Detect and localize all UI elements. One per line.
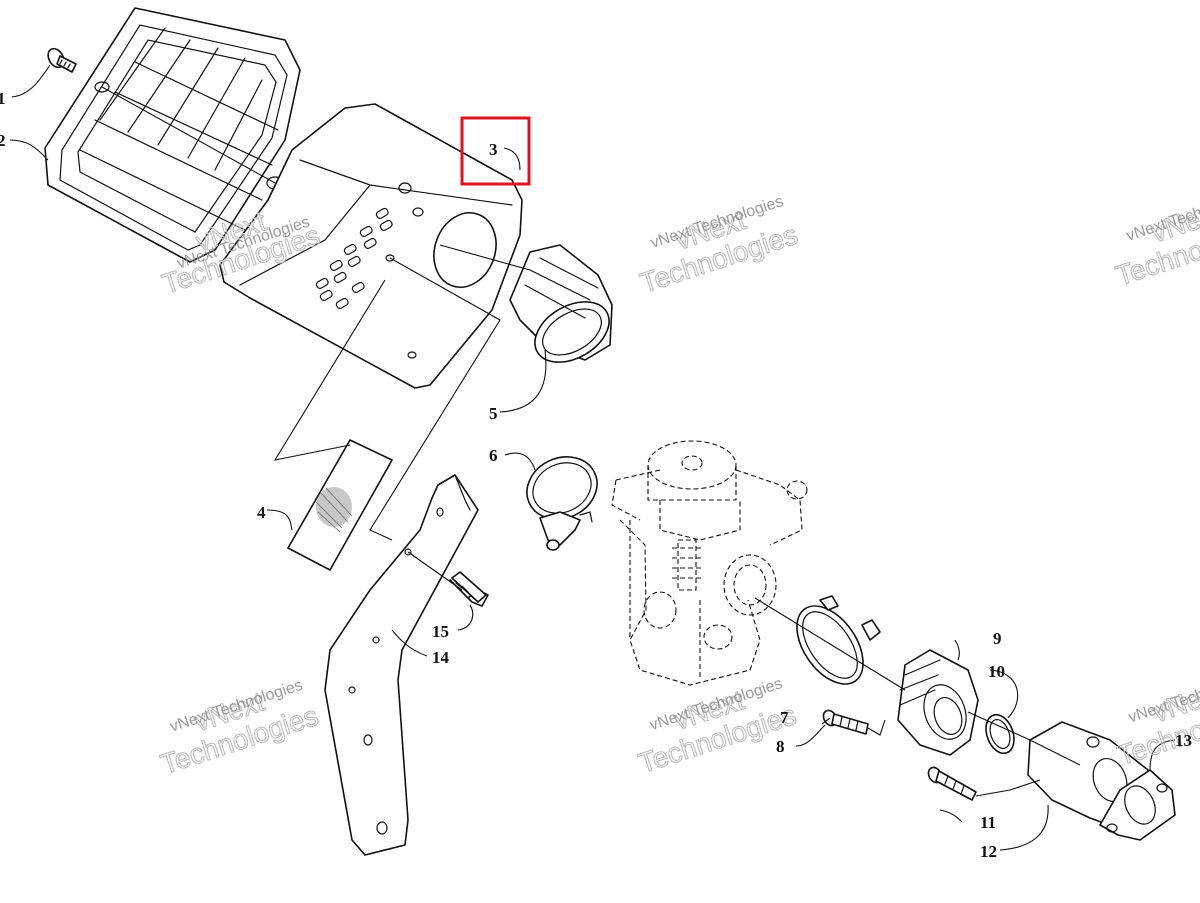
leader-lines xyxy=(9,64,1176,851)
watermark-center-top: Technologies vNext vNext Technologies xyxy=(636,193,802,299)
hose-clamp-upper xyxy=(526,456,598,551)
air-box-body xyxy=(219,103,523,389)
watermark-center-bottom: Technologies vNext vNext Technologies xyxy=(634,675,800,779)
watermark-left-bottom: Technologies vNext vNext Technologies xyxy=(156,677,322,781)
hose-clamp-lower xyxy=(796,595,881,685)
callout-15[interactable]: 15 xyxy=(432,622,449,641)
callout-11[interactable]: 11 xyxy=(980,813,996,832)
bolt-part-15 xyxy=(449,571,489,607)
air-box-lid xyxy=(44,7,301,263)
callout-14[interactable]: 14 xyxy=(432,648,450,667)
bolt-part-8 xyxy=(822,709,869,735)
callout-10[interactable]: 10 xyxy=(988,662,1005,681)
mounting-bracket xyxy=(324,474,479,856)
watermark-right-bottom: Technologies vNext vNext Technologies xyxy=(1113,667,1200,771)
intake-boot xyxy=(509,244,613,363)
watermark-right-top: Technologies vNext vNext Technologies xyxy=(1111,186,1200,292)
callout-9[interactable]: 9 xyxy=(993,629,1002,648)
callout-1[interactable]: 1 xyxy=(0,89,6,108)
bolt-part-11 xyxy=(927,766,977,801)
callout-4[interactable]: 4 xyxy=(257,503,266,522)
highlight-box-callout-3 xyxy=(460,116,531,186)
callout-12[interactable]: 12 xyxy=(980,842,997,861)
intake-flange xyxy=(897,649,979,756)
carburetor xyxy=(611,440,808,686)
callout-8[interactable]: 8 xyxy=(776,737,785,756)
callout-6[interactable]: 6 xyxy=(489,446,498,465)
callout-2[interactable]: 2 xyxy=(0,131,6,150)
gasket xyxy=(1099,769,1176,841)
o-ring xyxy=(985,713,1015,755)
callout-13[interactable]: 13 xyxy=(1175,731,1192,750)
callout-7[interactable]: 7 xyxy=(780,708,789,727)
air-filter-element xyxy=(287,439,393,571)
callout-5[interactable]: 5 xyxy=(489,404,498,423)
callout-3[interactable]: 3 xyxy=(489,140,498,159)
screw-part-1 xyxy=(47,47,77,73)
